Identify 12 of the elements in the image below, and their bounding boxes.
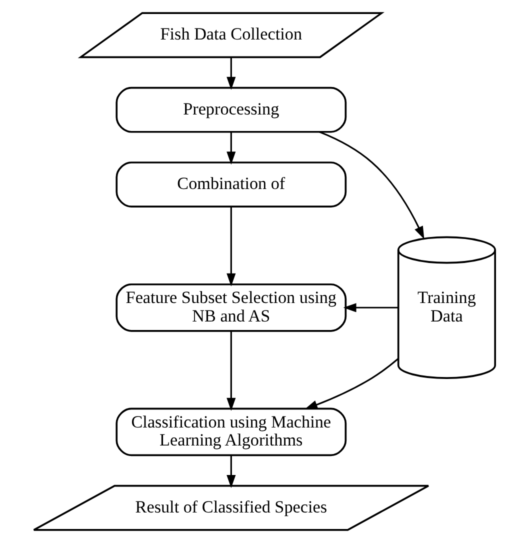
node-box: Feature Subset Selection using NB and AS <box>115 283 346 332</box>
node-box: Preprocessing <box>115 86 346 133</box>
arrow <box>226 57 236 90</box>
arrow <box>226 455 236 488</box>
arrow <box>226 132 236 165</box>
arrow <box>304 358 398 410</box>
node-box: Combination of <box>115 162 346 208</box>
arrow <box>226 331 236 411</box>
arrow <box>226 206 236 286</box>
arrow <box>318 131 424 240</box>
arrow <box>342 303 398 312</box>
node-box: Classification using Machine Learning Algorithms <box>115 408 346 456</box>
